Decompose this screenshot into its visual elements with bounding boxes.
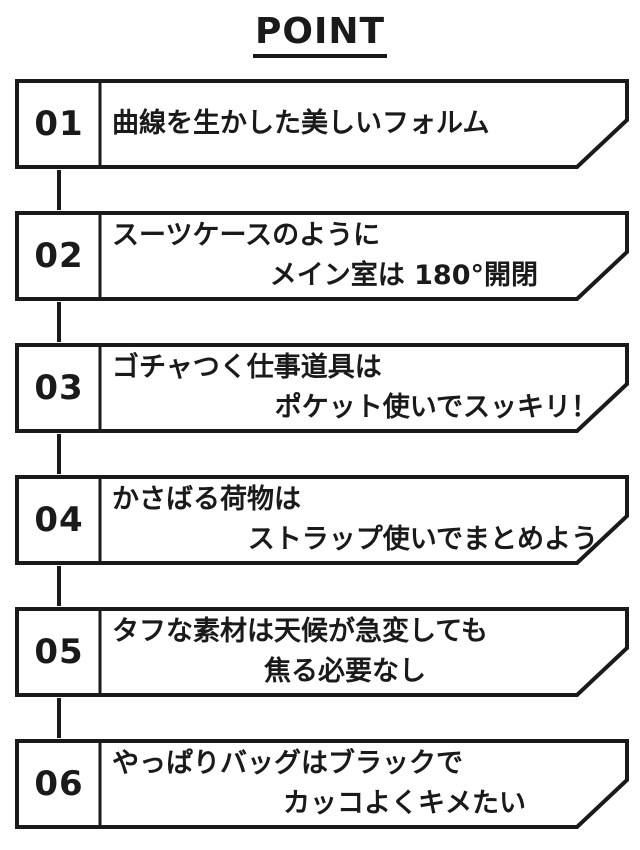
timeline-connector bbox=[57, 434, 61, 474]
point-text-line1: やっぱりバッグはブラックで bbox=[112, 748, 463, 779]
point-text-line1: タフな素材は天候が急変しても bbox=[112, 616, 488, 647]
card-frame bbox=[15, 211, 629, 301]
point-card-04: 04 かさばる荷物は ストラップ使いでまとめよう bbox=[14, 474, 630, 566]
point-card-02: 02 スーツケースのように メイン室は 180°開閉 bbox=[14, 210, 630, 302]
point-card-05: 05 タフな素材は天候が急変しても 焦る必要なし bbox=[14, 606, 630, 698]
point-text: やっぱりバッグはブラックで カッコよくキメたい bbox=[112, 738, 598, 830]
point-text: かさばる荷物は ストラップ使いでまとめよう bbox=[112, 474, 598, 566]
point-card-06: 06 やっぱりバッグはブラックで カッコよくキメたい bbox=[14, 738, 630, 830]
point-card-01: 01 曲線を生かした美しいフォルム bbox=[14, 78, 630, 170]
point-text: ゴチャつく仕事道具は ポケット使いでスッキリ！ bbox=[112, 342, 598, 434]
timeline-connector bbox=[57, 698, 61, 738]
point-text-line1: スーツケースのように bbox=[112, 220, 381, 251]
card-frame bbox=[15, 607, 629, 697]
point-text-line2: 焦る必要なし bbox=[264, 656, 426, 687]
point-number: 04 bbox=[34, 500, 84, 540]
point-text: タフな素材は天候が急変しても 焦る必要なし bbox=[112, 606, 598, 698]
card-frame bbox=[15, 343, 629, 433]
point-text-line2: メイン室は 180°開閉 bbox=[269, 260, 538, 291]
card-frame bbox=[15, 475, 629, 565]
point-number: 05 bbox=[34, 632, 84, 672]
point-text-line1: かさばる荷物は bbox=[112, 484, 301, 515]
point-card-03: 03 ゴチャつく仕事道具は ポケット使いでスッキリ！ bbox=[14, 342, 630, 434]
point-number: 01 bbox=[34, 104, 84, 144]
point-text-line1: ゴチャつく仕事道具は bbox=[112, 352, 382, 383]
point-text-line1: 曲線を生かした美しいフォルム bbox=[112, 108, 490, 139]
point-number: 03 bbox=[34, 368, 84, 408]
point-text-line2: カッコよくキメたい bbox=[283, 788, 526, 819]
card-frame bbox=[15, 79, 629, 169]
page-title-text: POINT bbox=[252, 10, 388, 58]
page-title: POINT bbox=[0, 10, 640, 58]
point-text: 曲線を生かした美しいフォルム bbox=[112, 78, 598, 170]
timeline-connector bbox=[57, 170, 61, 210]
point-text: スーツケースのように メイン室は 180°開閉 bbox=[112, 210, 598, 302]
point-number: 02 bbox=[34, 236, 84, 276]
card-frame bbox=[15, 739, 629, 829]
point-text-line2: ストラップ使いでまとめよう bbox=[247, 524, 598, 555]
point-text-line2: ポケット使いでスッキリ！ bbox=[274, 392, 598, 423]
timeline-connector bbox=[57, 566, 61, 606]
timeline-connector bbox=[57, 302, 61, 342]
point-number: 06 bbox=[34, 764, 84, 804]
